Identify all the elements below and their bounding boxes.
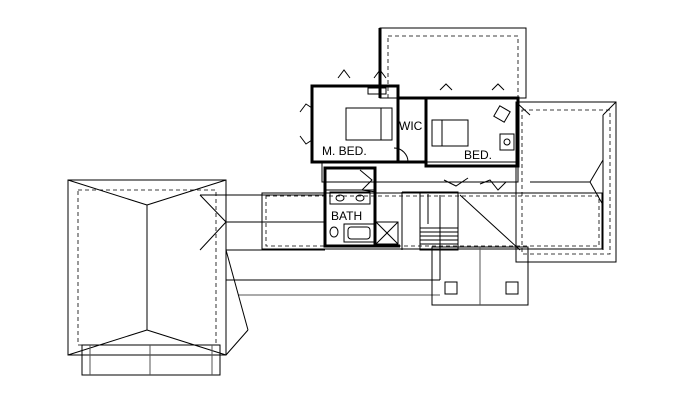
bath-label: BATH (331, 209, 362, 223)
master-bed-furniture (345, 107, 393, 141)
left-hip-roof (67, 179, 227, 376)
master-bed-label: M. BED. (322, 144, 367, 158)
connector-roof (199, 192, 603, 356)
house-walls (310, 84, 520, 248)
top-roof (378, 27, 527, 99)
bed-furniture (431, 119, 469, 147)
bed-label: BED. (464, 148, 492, 162)
front-porch (431, 194, 529, 306)
right-hip-roof (515, 101, 617, 263)
wic-label: WIC (399, 119, 423, 133)
furniture (299, 69, 515, 251)
